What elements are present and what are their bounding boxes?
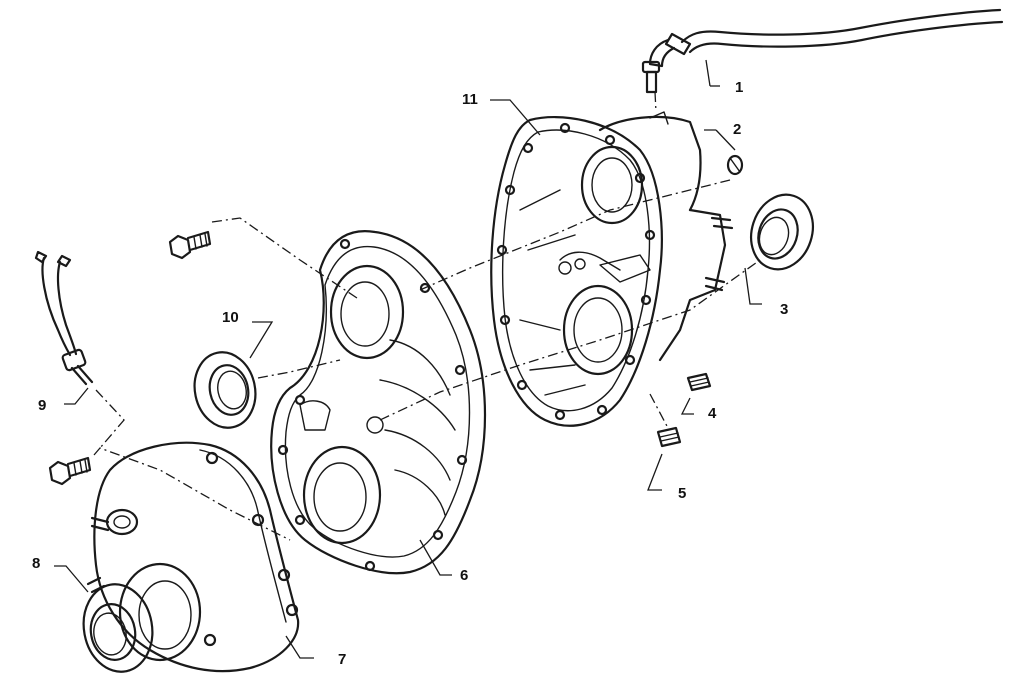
callout-5: 5 <box>678 485 686 502</box>
part-5-filler-plug <box>647 426 682 491</box>
part-9-switch <box>34 250 94 405</box>
assembly-center-lines <box>93 91 761 541</box>
callout-8: 8 <box>32 555 40 572</box>
part-8-oil-seal <box>54 565 154 673</box>
part-6-intermediate-case <box>270 230 487 576</box>
part-3-oil-seal <box>744 193 814 305</box>
callout-9: 9 <box>38 397 46 414</box>
bolt-upper <box>168 230 212 260</box>
part-11-transfer-case <box>490 99 734 427</box>
callout-7: 7 <box>338 651 346 668</box>
callout-2: 2 <box>733 121 741 138</box>
part-7-front-case <box>90 441 314 673</box>
callout-1: 1 <box>735 79 743 96</box>
callout-4: 4 <box>708 405 717 422</box>
callout-6: 6 <box>460 567 468 584</box>
callout-10: 10 <box>222 309 239 326</box>
part-2-plug <box>704 129 744 176</box>
part-1-breather-hose <box>641 8 1004 94</box>
callout-labels: 1 2 3 4 5 6 7 8 9 10 11 <box>32 79 788 668</box>
part-4-drain-plug <box>680 372 712 415</box>
callout-3: 3 <box>780 301 788 318</box>
part-10-oil-seal <box>193 321 274 429</box>
bolt-lower <box>48 456 92 486</box>
callout-11: 11 <box>462 91 478 108</box>
